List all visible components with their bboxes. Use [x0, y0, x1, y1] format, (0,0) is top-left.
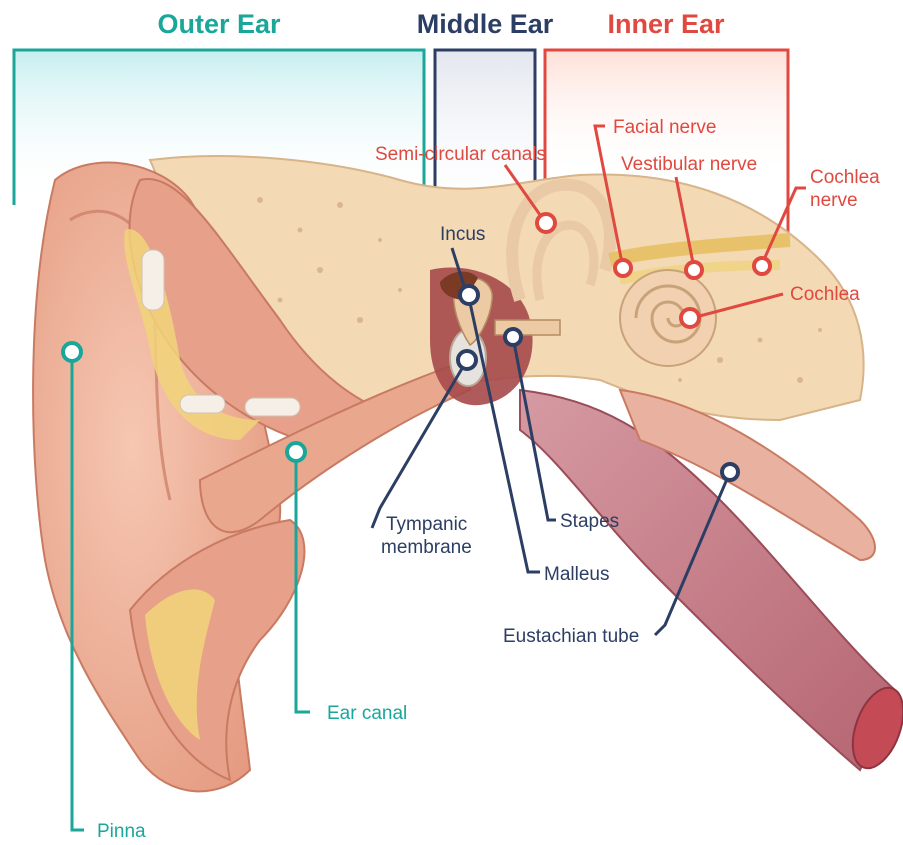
cartilage-plate-3	[245, 398, 300, 416]
tympanic-marker	[458, 351, 476, 369]
cochlea-marker	[681, 309, 699, 327]
facial-nerve-marker	[615, 260, 631, 276]
heading-outer-ear: Outer Ear	[157, 9, 281, 39]
label-facial-nerve: Facial nerve	[613, 117, 717, 138]
label-malleus: Malleus	[544, 564, 609, 585]
pinna-marker	[63, 343, 81, 361]
label-pinna: Pinna	[97, 821, 146, 842]
label-vestibular-nerve: Vestibular nerve	[621, 154, 757, 175]
label-eustachian-tube: Eustachian tube	[503, 626, 639, 647]
incus-marker	[460, 286, 478, 304]
label-cochlea-nerve-line2: nerve	[810, 190, 858, 211]
heading-middle-ear: Middle Ear	[417, 9, 554, 39]
heading-inner-ear: Inner Ear	[607, 9, 725, 39]
label-tympanic-line1: Tympanic	[386, 514, 467, 535]
label-semicircular-canals: Semi-circular canals	[375, 144, 546, 165]
cartilage-plate-1	[142, 250, 164, 310]
label-cochlea-nerve-line1: Cochlea	[810, 167, 880, 188]
label-stapes: Stapes	[560, 511, 619, 532]
label-incus: Incus	[440, 224, 485, 245]
vestibular-marker	[686, 262, 702, 278]
label-tympanic-line2: membrane	[381, 537, 472, 558]
ear-canal-marker	[287, 443, 305, 461]
stapes-marker	[505, 329, 521, 345]
label-cochlea: Cochlea	[790, 284, 860, 305]
eustachian-marker	[722, 464, 738, 480]
ear-illustration	[33, 156, 903, 791]
cochlea-shape	[620, 270, 716, 366]
cartilage-plate-2	[180, 395, 225, 413]
semicircular-marker	[537, 214, 555, 232]
cochlea-nerve-marker	[754, 258, 770, 274]
label-ear-canal: Ear canal	[327, 703, 407, 724]
